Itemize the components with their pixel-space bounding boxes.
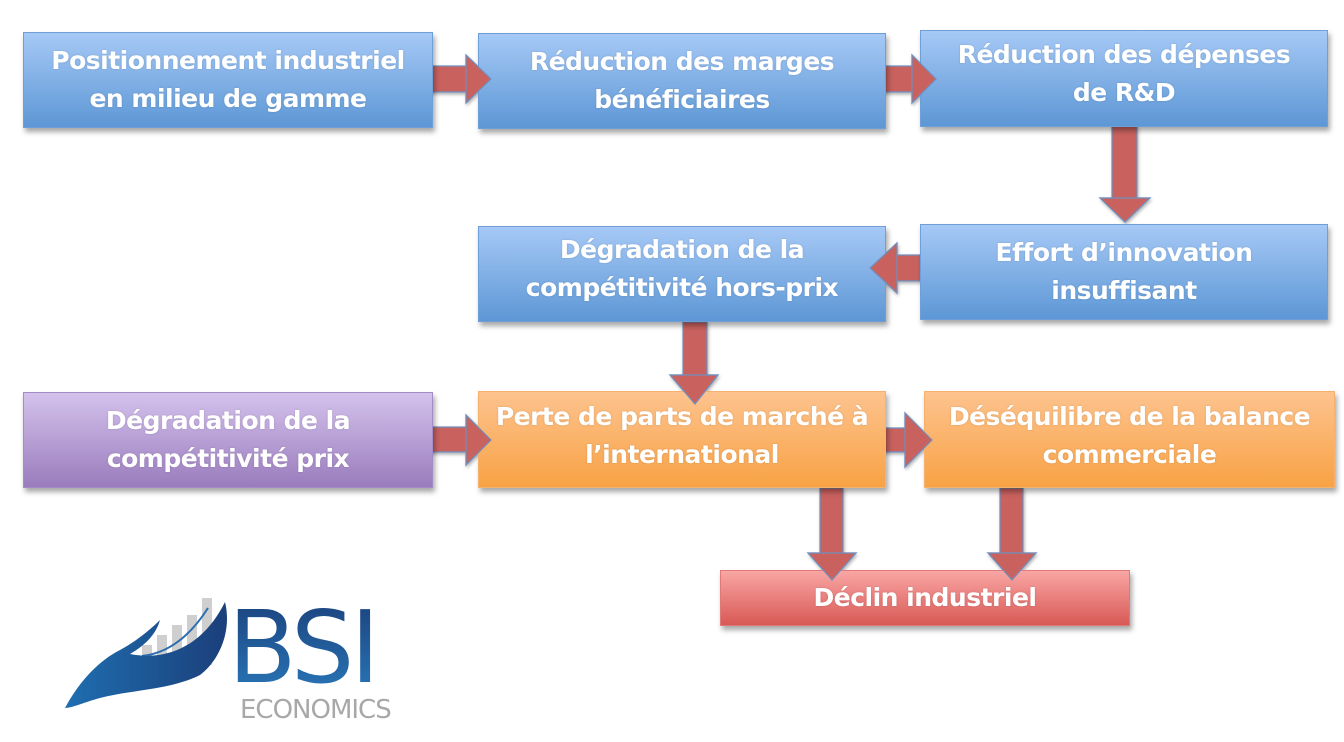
- arrowhead-n4-n5: [869, 241, 898, 295]
- node-label: Déclin industriel: [813, 583, 1037, 612]
- node-effort-innovation: Effort d’innovation insuffisant: [920, 224, 1328, 320]
- node-positionnement-industriel: Positionnement industriel en milieu de g…: [23, 32, 433, 128]
- node-label: Dégradation de la compétitivité hors-pri…: [525, 235, 839, 302]
- node-label: Dégradation de la compétitivité prix: [105, 406, 351, 473]
- node-perte-parts-marche: Perte de parts de marché à l’internation…: [478, 391, 886, 488]
- arrowhead-n7-n9: [806, 552, 858, 581]
- node-desequilibre-balance: Déséquilibre de la balance commerciale: [924, 391, 1335, 488]
- hand-holding-chart-icon: BSI ECONOMICS: [65, 589, 392, 725]
- node-reduction-marges: Réduction des marges bénéficiaires: [478, 33, 886, 129]
- arrowhead-n5-n7: [668, 374, 720, 405]
- arrowhead-n6-n7: [465, 413, 492, 467]
- node-label: Déséquilibre de la balance commerciale: [948, 401, 1311, 469]
- node-label: Réduction des marges bénéficiaires: [529, 47, 835, 114]
- arrowhead-n7-n8: [904, 411, 933, 469]
- logo-brand-text: BSI: [228, 590, 376, 706]
- arrowhead-n8-n9: [986, 552, 1038, 581]
- node-degradation-hors-prix: Dégradation de la compétitivité hors-pri…: [478, 226, 886, 322]
- node-label: Réduction des dépenses de R&D: [957, 39, 1291, 107]
- node-declin-industriel: Déclin industriel: [720, 570, 1130, 626]
- arrowhead-n2-n3: [911, 53, 937, 105]
- bsi-economics-logo: BSI ECONOMICS: [60, 589, 430, 730]
- node-label: Effort d’innovation insuffisant: [995, 238, 1253, 305]
- node-degradation-prix: Dégradation de la compétitivité prix: [23, 392, 433, 488]
- node-reduction-depenses-rd: Réduction des dépenses de R&D: [920, 30, 1328, 127]
- arrowhead-n3-n4: [1098, 197, 1152, 223]
- node-label: Positionnement industriel en milieu de g…: [51, 46, 405, 113]
- arrowhead-n1-n2: [465, 53, 492, 105]
- node-label: Perte de parts de marché à l’internation…: [495, 401, 869, 469]
- logo-subtitle-text: ECONOMICS: [240, 695, 391, 725]
